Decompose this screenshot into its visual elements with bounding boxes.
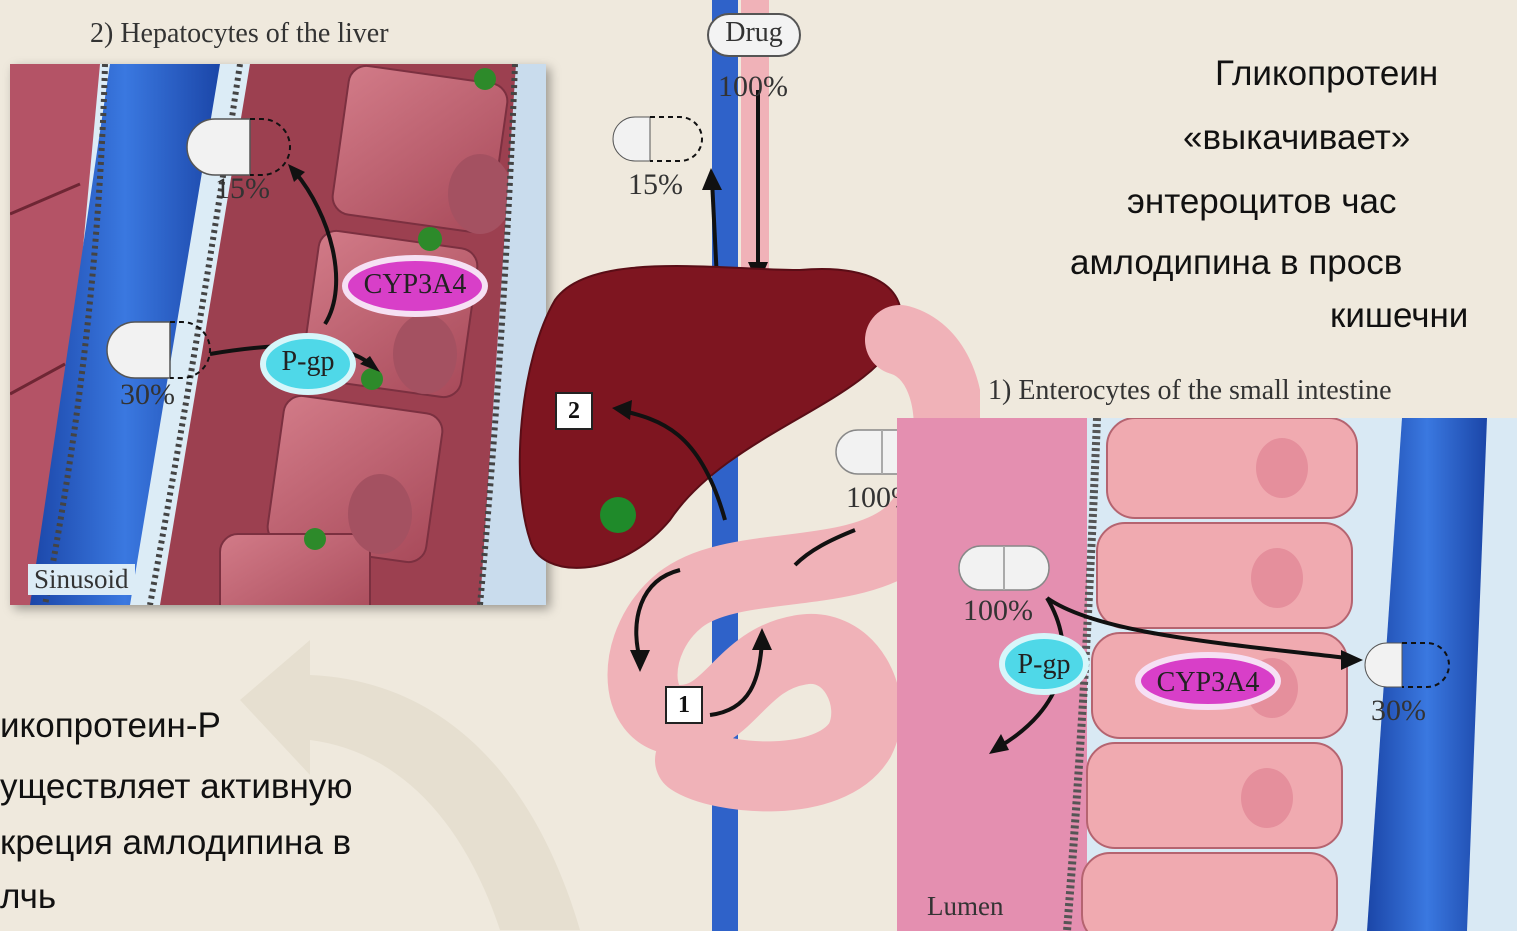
drug-label: Drug: [708, 17, 800, 49]
sinusoid-label: Sinusoid: [28, 564, 135, 595]
annotation-right-line-1: Гликопротеин: [1215, 52, 1438, 96]
drug-pct: 100%: [718, 70, 788, 104]
liver-pct-top: 15%: [215, 172, 270, 206]
intestine-pct-out: 30%: [1371, 694, 1426, 728]
liver-panel-title: 2) Hepatocytes of the liver: [90, 18, 389, 50]
annotation-right-line-2: «выкачивает»: [1183, 116, 1410, 160]
intestine-panel-title: 1) Enterocytes of the small intestine: [988, 375, 1392, 407]
annotation-left-line-3: креция амлодипина в: [0, 821, 351, 865]
liver-pct-mid: 30%: [120, 378, 175, 412]
liver-cyp3a4-label: CYP3A4: [345, 269, 485, 301]
liver-pgp-label: P-gp: [263, 346, 353, 378]
intestine-panel: 100% 30% P-gp CYP3A4 Lumen: [897, 418, 1517, 931]
marker-1: 1: [665, 686, 703, 724]
intestine-pct-in: 100%: [963, 594, 1033, 628]
lumen-label: Lumen: [927, 891, 1003, 922]
annotation-right-line-4: амлодипина в просв: [1070, 241, 1402, 285]
liver-tissue-illustration: [10, 64, 546, 605]
marker-2: 2: [555, 392, 593, 430]
annotation-right-line-3: энтероцитов час: [1127, 180, 1396, 224]
portal-pct: 15%: [628, 168, 683, 202]
annotation-left-line-1: икопротеин-Р: [0, 704, 221, 748]
intestine-pgp-label: P-gp: [1002, 649, 1086, 681]
annotation-left-line-2: уществляет активную: [0, 765, 353, 809]
liver-panel: 15% 30% CYP3A4 P-gp Sinusoid: [10, 64, 546, 605]
intestine-cyp3a4-label: CYP3A4: [1138, 667, 1278, 699]
annotation-right-line-5: кишечни: [1330, 294, 1468, 338]
annotation-left-line-4: лчь: [0, 875, 56, 919]
